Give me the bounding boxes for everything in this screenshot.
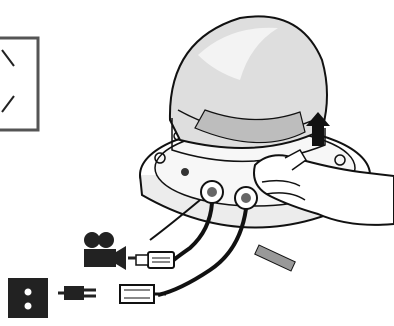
network-connector [136, 252, 174, 268]
plug-symbol-icon [58, 286, 96, 300]
power-plug [120, 285, 166, 303]
left-panel-fragment [0, 38, 38, 130]
video-camera-icon [84, 232, 136, 270]
power-outlet-icon [8, 278, 48, 318]
